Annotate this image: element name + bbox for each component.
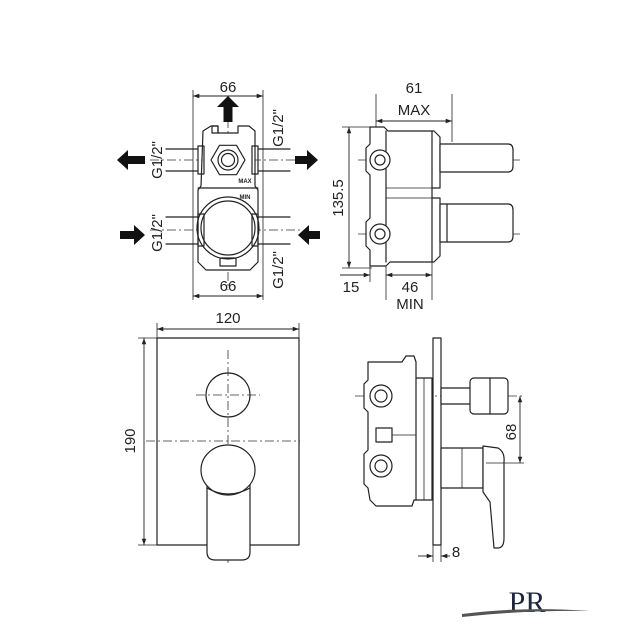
port-label-top-right: G1/2" [270, 109, 287, 147]
mixer-lever-side [440, 445, 505, 549]
dim-depth-note: MAX [398, 102, 431, 119]
flow-arrow-up-icon [217, 96, 239, 122]
side-upper-port [369, 149, 391, 171]
side-lower-port [369, 223, 391, 245]
port-label-bottom-left: G1/2" [149, 214, 166, 252]
assembled-upper-port [369, 384, 393, 408]
dim-body-label: 46 [402, 279, 419, 296]
flow-arrow-in-left-icon [120, 225, 145, 245]
plate-view: 120 190 [122, 310, 300, 566]
mixer-lever [200, 444, 256, 561]
port-label-bottom-right: G1/2" [270, 251, 287, 289]
upper-port-circle [217, 149, 239, 171]
cartridge-circle-inner [200, 200, 256, 256]
flow-arrow-in-right-icon [298, 225, 320, 245]
assembled-valve-body [363, 355, 433, 507]
dim-top-label: 66 [220, 79, 237, 96]
pipe-connections [165, 148, 291, 245]
dim-body-note: MIN [396, 296, 424, 313]
flow-arrow-left-icon [117, 150, 145, 170]
dim-plate-height-label: 190 [122, 428, 139, 453]
dim-height-label: 135.5 [330, 179, 347, 217]
dim-back-label: 15 [343, 279, 360, 296]
front-view: MAX MIN 66 66 G1/2" G1/2" G1/2" G1/2" [117, 79, 320, 300]
cartridge-circle-outer [196, 196, 260, 260]
brand-logo: PR [462, 586, 590, 619]
flow-arrow-right-icon [295, 150, 318, 170]
side-lower-pipe [439, 203, 514, 243]
side-view: 61 MAX 135.5 15 46 MIN [330, 80, 522, 313]
assembled-cover-plate [432, 337, 442, 546]
logo-text: PR [509, 586, 546, 619]
left-port-ring [197, 145, 205, 175]
right-port-ring [251, 145, 259, 175]
logo-swoosh [462, 609, 590, 617]
dim-width-label: 120 [215, 310, 240, 327]
diverter-knob-side [469, 377, 509, 415]
assembled-lower-port [369, 454, 393, 478]
body-mark-max: MAX [238, 179, 251, 185]
body-mark-min: MIN [240, 195, 251, 201]
dim-lever-offset-label: 68 [503, 424, 520, 441]
port-label-top-left: G1/2" [149, 141, 166, 179]
upper-nut [210, 144, 246, 176]
dim-bottom-label: 66 [220, 278, 237, 295]
assembled-side-view: 68 8 [355, 337, 524, 562]
side-valve-body [365, 126, 441, 267]
diverter-knob [205, 372, 251, 418]
diverter-stem [440, 387, 472, 405]
side-upper-pipe [439, 143, 514, 173]
dim-depth-label: 61 [406, 80, 423, 97]
dim-plate-thickness-label: 8 [452, 544, 460, 561]
